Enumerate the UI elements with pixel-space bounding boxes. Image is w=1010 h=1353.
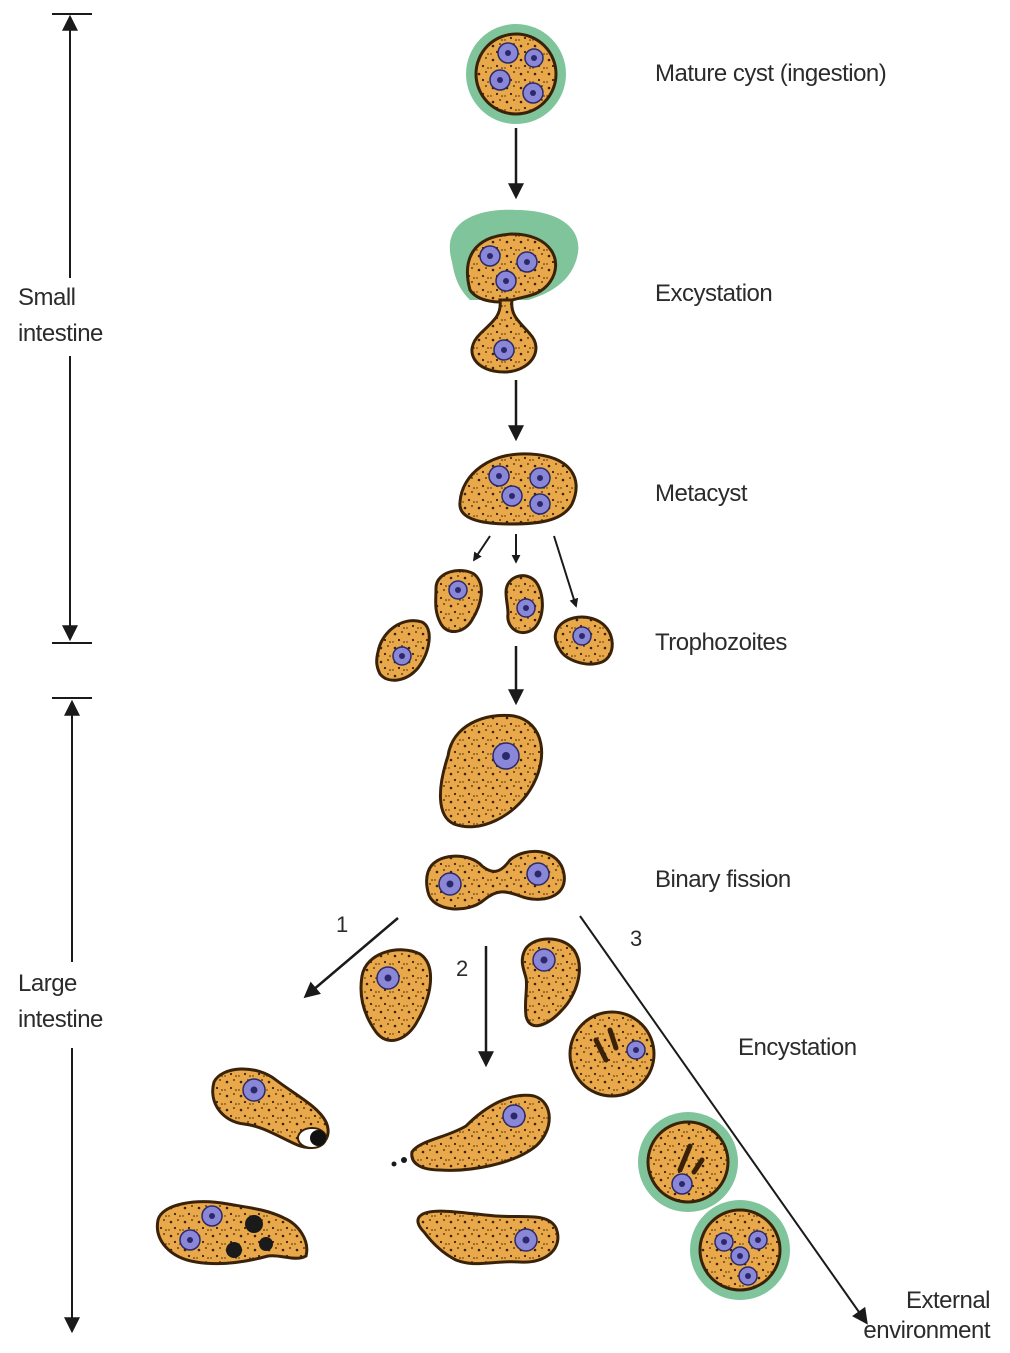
encystation-label: Encystation (738, 1034, 857, 1062)
metacyst-icon (460, 454, 576, 524)
small-intestine-label: Small intestine (18, 280, 103, 352)
daughter-trophozoite-icon (361, 939, 579, 1041)
excystation-label: Excystation (655, 280, 772, 308)
binary-fission-icon (427, 851, 565, 909)
precyst-icon (570, 1012, 654, 1096)
mature-cyst-label: Mature cyst (ingestion) (655, 60, 886, 88)
quadrinucleate-cyst-icon (690, 1200, 790, 1300)
metacyst-label: Metacyst (655, 480, 747, 508)
external-environment-label: External environment (836, 1286, 990, 1346)
excystation-icon (450, 210, 579, 372)
large-trophozoite-icon (440, 715, 541, 826)
mature-cyst-icon (466, 24, 566, 124)
path-1-label: 1 (336, 912, 348, 938)
elongated-trophozoite-icon (418, 1211, 558, 1264)
path-2-label: 2 (456, 956, 468, 982)
immature-cyst-icon (638, 1112, 738, 1212)
binary-fission-label: Binary fission (655, 866, 791, 894)
path-3-label: 3 (630, 926, 642, 952)
trophozoite-with-ingested-cells-icon (157, 1202, 306, 1264)
trophozoites-label: Trophozoites (655, 629, 787, 657)
phagocytic-trophozoite-icon (213, 1069, 328, 1148)
trophozoites-icon (377, 570, 613, 680)
large-intestine-label: Large intestine (18, 966, 103, 1038)
motile-trophozoite-icon (392, 1095, 550, 1170)
